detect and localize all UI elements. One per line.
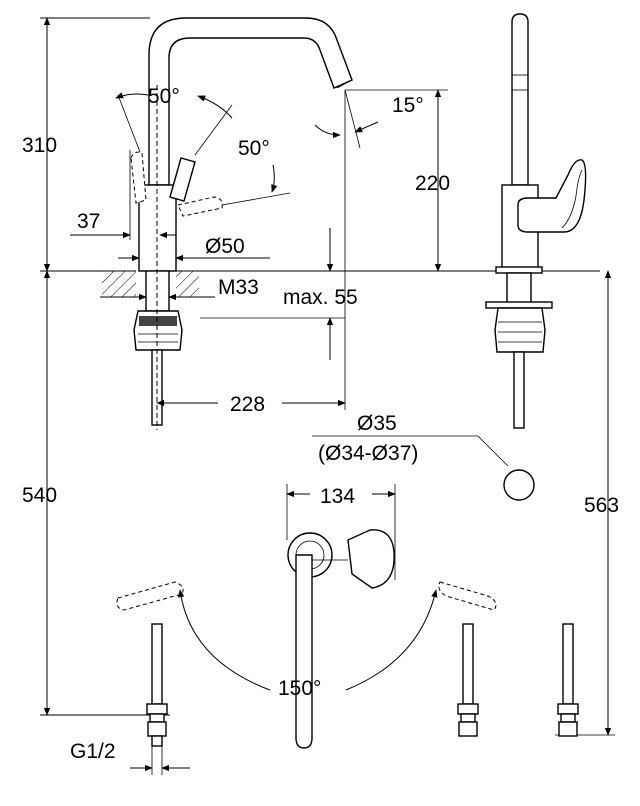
- angle-50-right: 50°: [238, 137, 270, 160]
- mounting-hole-callout: Ø35 (Ø34-Ø37): [312, 412, 535, 501]
- angle-50-left: 50°: [148, 85, 180, 108]
- dim-max55: max. 55: [283, 286, 358, 309]
- dim-m33: M33: [218, 276, 259, 299]
- spout-ghost-left: [116, 581, 184, 611]
- angle-150: 150°: [278, 677, 321, 700]
- dim-g12: G1/2: [70, 740, 116, 763]
- dim-563: 563: [584, 494, 619, 517]
- front-nut: [494, 307, 546, 353]
- front-elevation-view: 563: [485, 13, 619, 736]
- hose-right: [557, 623, 579, 737]
- dim-37: 37: [77, 210, 100, 233]
- dim-228: 228: [230, 393, 265, 416]
- hose-middle: [457, 623, 479, 737]
- front-shank: [506, 272, 532, 304]
- dim-134: 134: [320, 485, 355, 508]
- side-elevation-view: 310 540 37 Ø50 M33 max. 55 228 220: [22, 17, 600, 716]
- hose-left: [146, 623, 168, 747]
- front-spout: [511, 13, 529, 186]
- lever-ghost-left: [130, 151, 147, 204]
- front-lever: [517, 159, 587, 233]
- dim-dia-range: (Ø34-Ø37): [318, 442, 418, 465]
- front-base-ring: [495, 266, 543, 274]
- lever: [169, 157, 196, 202]
- top-lever: [347, 529, 395, 589]
- dim-dia35: Ø35: [357, 412, 397, 435]
- dim-dia50: Ø50: [205, 235, 245, 258]
- dim-310: 310: [22, 134, 57, 157]
- dim-220: 220: [415, 172, 450, 195]
- top-spout: [295, 554, 313, 749]
- spout-ghost-right: [438, 581, 497, 611]
- angle-15: 15°: [392, 94, 424, 117]
- mounting-hole: [503, 469, 535, 501]
- spout: [148, 17, 353, 186]
- dim-540: 540: [22, 484, 57, 507]
- lever-ghost-right: [177, 196, 223, 217]
- swivel-top-view: 134 150°: [70, 484, 579, 775]
